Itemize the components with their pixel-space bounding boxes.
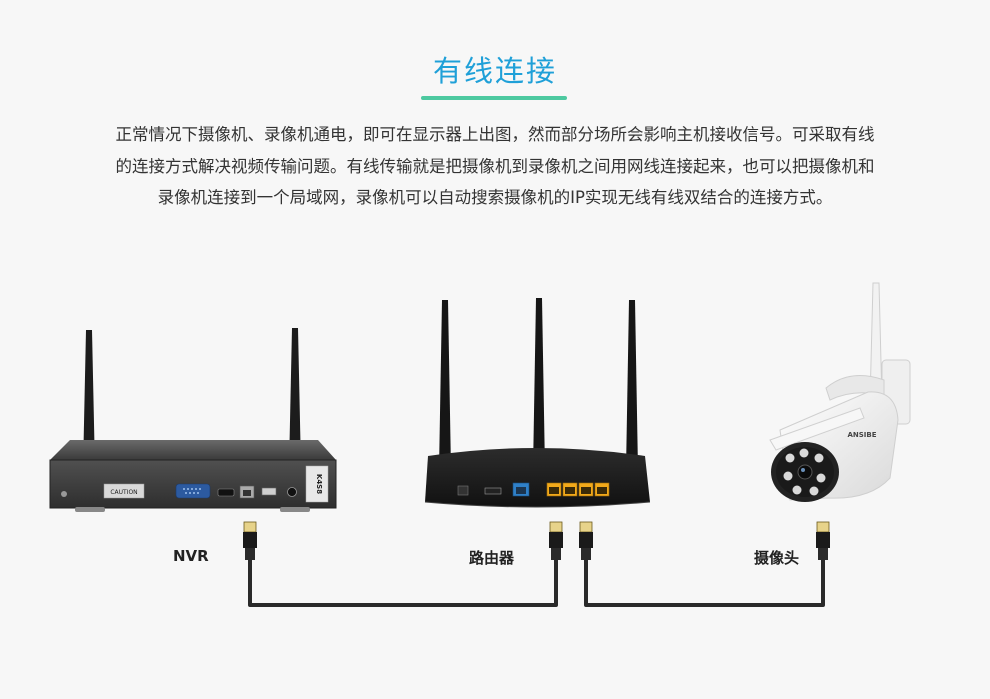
ir-led-icons [783, 448, 826, 496]
title-underline [421, 96, 567, 100]
rj45-plug-icon [243, 521, 257, 560]
camera-lens-icon [797, 464, 813, 480]
rj45-plug-icon [816, 521, 830, 560]
nvr-side-badge: K4S8 [315, 474, 323, 494]
rj45-plug-icon [579, 521, 593, 560]
camera-brand-text: ANSIBE [847, 431, 876, 439]
hdmi-port-icon [217, 488, 235, 497]
rj45-plug-icon [549, 521, 563, 560]
camera-label: 摄像头 [754, 549, 800, 567]
description-text: 正常情况下摄像机、录像机通电，即可在显示器上出图，然而部分场所会影响主机接收信号… [115, 125, 875, 207]
cable-nvr-router [248, 560, 558, 607]
power-port-icon [287, 487, 297, 497]
page-title: 有线连接 [432, 54, 557, 88]
router-label: 路由器 [469, 549, 515, 567]
caution-label [103, 483, 145, 499]
nvr-label: NVR [173, 547, 209, 565]
vga-port-icon [175, 483, 211, 499]
nvr-device: CAUTION K4S8 [49, 328, 337, 512]
caution-label-text: CAUTION [110, 489, 137, 496]
usb-port-icon [261, 487, 277, 496]
cable-router-camera [584, 560, 825, 607]
router-device [424, 298, 651, 508]
usb-port-icon [484, 487, 502, 495]
camera-device: ANSIBE [769, 282, 911, 502]
power-button-icon [457, 485, 469, 496]
lan-ports [546, 482, 610, 497]
